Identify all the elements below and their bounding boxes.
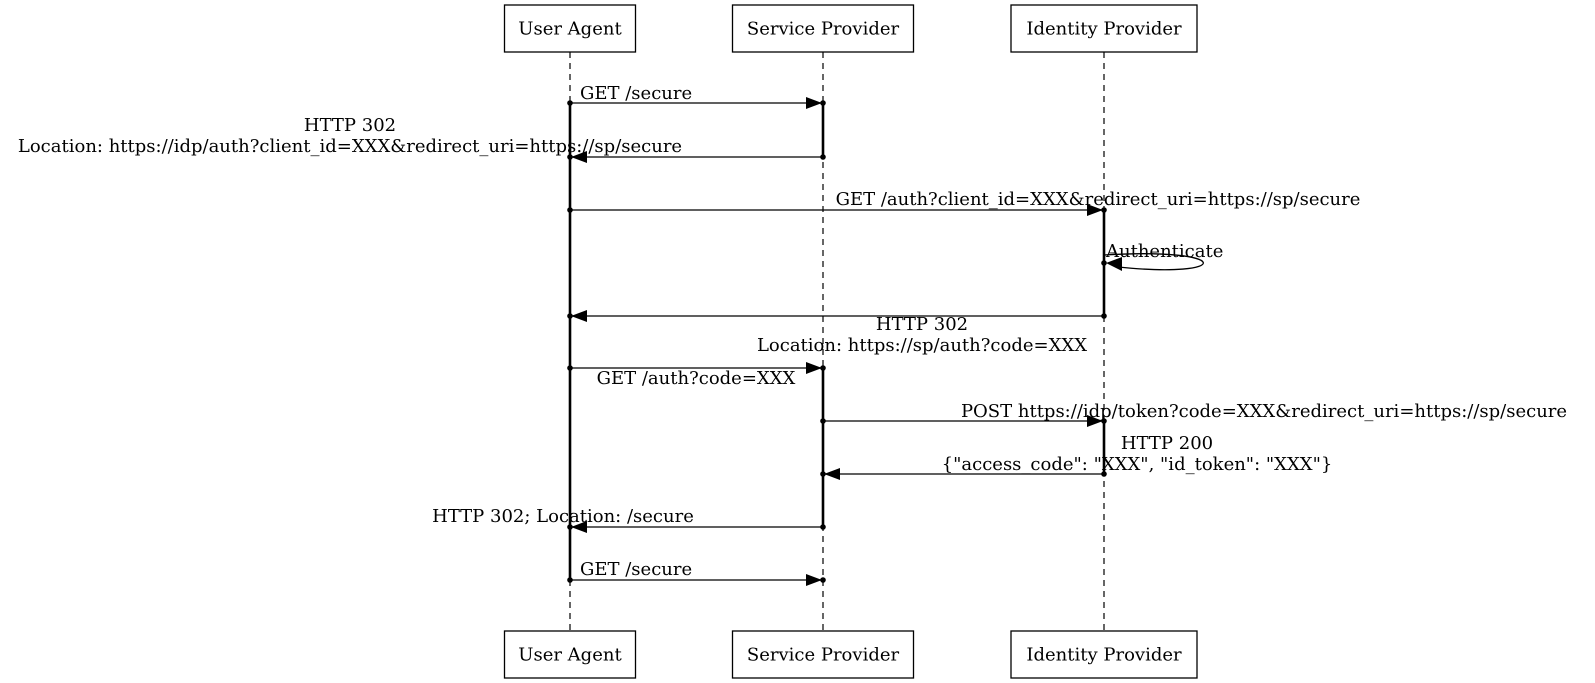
message-dot <box>820 524 826 530</box>
message-dot <box>567 313 573 319</box>
bottom-actor-ua: User Agent <box>503 630 637 679</box>
message-dot <box>1101 418 1107 424</box>
top-actor-box <box>731 4 915 53</box>
top-actor-label: User Agent <box>518 19 622 40</box>
top-actor-idp: Identity Provider <box>1010 4 1198 53</box>
top-actor-label: Service Provider <box>747 19 900 40</box>
message-dot <box>567 577 573 583</box>
bottom-actor-box <box>1010 630 1198 679</box>
message: HTTP 200{"access_code": "XXX", "id_token… <box>820 433 1332 480</box>
message-dot <box>1101 313 1107 319</box>
bottom-actor-label: Service Provider <box>747 645 900 666</box>
message-dot <box>567 154 573 160</box>
message-dot <box>567 207 573 213</box>
top-actor-sp: Service Provider <box>731 4 915 53</box>
message-label: HTTP 302 <box>304 115 396 136</box>
message-dot <box>1101 207 1107 213</box>
message-dot <box>1101 471 1107 477</box>
message-label: HTTP 302; Location: /secure <box>432 506 694 527</box>
top-actor-label: Identity Provider <box>1026 19 1182 40</box>
arrowhead <box>824 468 840 480</box>
arrowhead <box>806 97 822 109</box>
message-dot <box>820 365 826 371</box>
arrowhead <box>571 151 587 163</box>
bottom-actor-label: User Agent <box>518 645 622 666</box>
message: HTTP 302; Location: /secure <box>432 506 826 533</box>
self-message-loop <box>1103 253 1204 271</box>
top-actor-box <box>1010 4 1198 53</box>
message-label: Location: https://idp/auth?client_id=XXX… <box>18 136 682 157</box>
bottom-actor-box <box>503 630 637 679</box>
message-label: GET /secure <box>580 83 692 104</box>
message-dot <box>820 418 826 424</box>
message-label: Authenticate <box>1105 241 1223 262</box>
message-dot <box>820 471 826 477</box>
bottom-actor-sp: Service Provider <box>731 630 915 679</box>
message-label: {"access_code": "XXX", "id_token": "XXX"… <box>942 454 1333 475</box>
bottom-actor-idp: Identity Provider <box>1010 630 1198 679</box>
message-dot <box>820 100 826 106</box>
message-label: POST https://idp/token?code=XXX&redirect… <box>961 401 1567 422</box>
message-label: GET /auth?client_id=XXX&redirect_uri=htt… <box>836 189 1361 210</box>
bottom-actor-box <box>731 630 915 679</box>
top-actor-ua: User Agent <box>503 4 637 53</box>
message-dot <box>820 577 826 583</box>
bottom-actor-label: Identity Provider <box>1026 645 1182 666</box>
message-label: HTTP 200 <box>1121 433 1213 454</box>
message: GET /secure <box>567 559 826 586</box>
message-dot <box>567 100 573 106</box>
arrowhead <box>1087 415 1103 427</box>
message-label: Location: https://sp/auth?code=XXX <box>757 335 1087 356</box>
message-label: GET /auth?code=XXX <box>597 368 796 389</box>
arrowhead <box>1106 257 1122 271</box>
message-dot <box>1101 260 1107 266</box>
arrowhead <box>1087 204 1103 216</box>
message-label: GET /secure <box>580 559 692 580</box>
message: GET /auth?client_id=XXX&redirect_uri=htt… <box>567 189 1360 216</box>
message-dot <box>567 365 573 371</box>
message: GET /secure <box>567 83 826 109</box>
activation-bars <box>568 103 1106 580</box>
top-actor-box <box>503 4 637 53</box>
arrowhead <box>806 574 822 586</box>
message-label: HTTP 302 <box>876 314 968 335</box>
actors-top: User Agent Service Provider Identity Provi… <box>503 4 1198 53</box>
arrowhead <box>571 310 587 322</box>
message: GET /auth?code=XXX <box>567 362 826 389</box>
message-dot <box>820 154 826 160</box>
message-dot <box>567 524 573 530</box>
message: POST https://idp/token?code=XXX&redirect… <box>820 401 1567 427</box>
arrowhead <box>806 362 822 374</box>
arrowhead <box>571 521 587 533</box>
actors-bottom: User Agent Service Provider Identity Provi… <box>503 630 1198 679</box>
message: Authenticate <box>1101 241 1223 271</box>
